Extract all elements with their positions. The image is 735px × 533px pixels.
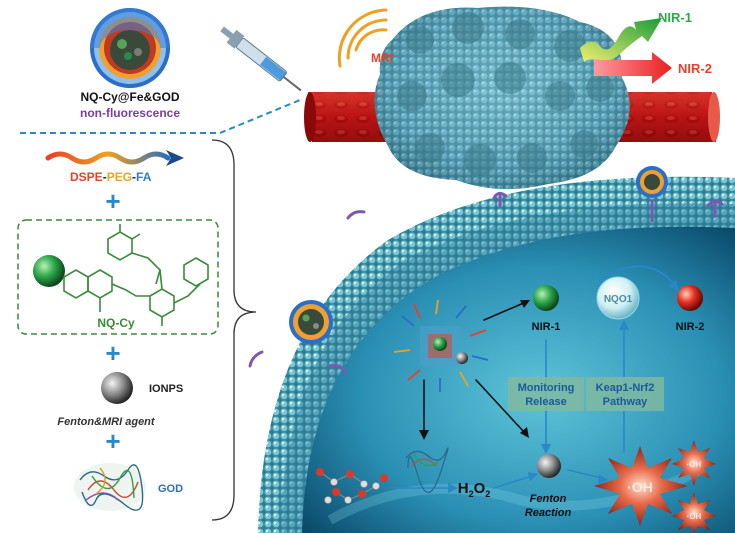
ionps-label: IONPS: [149, 383, 183, 395]
dspe-peg-fa-chain-icon: [45, 151, 171, 165]
fenton-iron-sphere-icon: [537, 454, 561, 478]
ionps-grey-sphere-icon: [101, 372, 133, 404]
plus-sign-3: +: [105, 426, 120, 456]
nqcy-dashed-box: [17, 219, 219, 335]
nir2-top-label: NIR-2: [678, 61, 712, 76]
oh-small-label-1: ·OH: [687, 460, 702, 469]
pathway-arrows: [391, 265, 679, 493]
mri-label: MRI: [371, 51, 393, 65]
folate-receptor-icons: [248, 191, 724, 374]
monitoring-release-box: [508, 377, 584, 411]
grouping-brace: [211, 139, 257, 521]
liposome-nanoparticle-icon: [90, 8, 170, 88]
hydroxyl-radical-burst-small-icon-1: [672, 440, 716, 486]
dspe-peg-fa-label: DSPE-PEG-FA: [70, 170, 152, 184]
monitoring-label-line2: Release: [525, 396, 567, 408]
folate-arrowhead-icon: [166, 150, 184, 166]
nqcy-molecule-structure-icon: [63, 224, 209, 326]
keap-label-line2: Pathway: [603, 396, 649, 408]
fenton-label-line1: Fenton: [530, 493, 567, 505]
plus-sign-1: +: [105, 186, 120, 216]
nqo1-enzyme-sphere-icon: [596, 276, 640, 320]
god-enzyme-structure-icon: [74, 463, 146, 511]
god-label: GOD: [158, 483, 183, 495]
keap1-nrf2-box: [586, 377, 664, 411]
nir2-cell-sphere-icon: [677, 285, 703, 311]
monitoring-label-line1: Monitoring: [518, 382, 575, 394]
glucose-molecule-icons: [316, 468, 388, 504]
god-enzyme-in-cell-icon: [405, 447, 449, 494]
tumor-cell-cluster: [374, 6, 630, 190]
fenton-mri-agent-label: Fenton&MRI agent: [57, 416, 155, 428]
nir1-emission-beam-icon: [580, 18, 662, 62]
mri-signal-waves-icon: [337, 8, 388, 68]
nqcy-label: NQ-Cy: [97, 316, 135, 330]
keap-label-line1: Keap1-Nrf2: [596, 382, 655, 394]
nqcy-green-sphere-icon: [33, 255, 65, 287]
syringe-icon: [220, 26, 302, 92]
nir1-cell-label: NIR-1: [532, 321, 561, 333]
liposome-entering-cell-icon: [289, 300, 333, 344]
liposome-bound-receptor-icon: [636, 166, 668, 222]
h2o2-label: H2O2: [458, 480, 491, 499]
nir1-cell-sphere-icon: [533, 285, 559, 311]
non-fluorescence-label: non-fluorescence: [80, 106, 180, 120]
nir2-cell-label: NIR-2: [676, 321, 705, 333]
hydroxyl-radical-burst-large-icon: [594, 446, 688, 526]
nqo1-label: NQO1: [604, 294, 633, 305]
nir1-top-label: NIR-1: [658, 10, 692, 25]
disassembling-nanoparticle-icon: [393, 299, 489, 392]
oh-large-label: ·OH: [627, 479, 653, 495]
fenton-label-line2: Reaction: [525, 507, 572, 519]
injection-dashed-connector: [20, 99, 301, 134]
plus-sign-2: +: [105, 338, 120, 368]
oh-small-label-2: ·OH: [687, 512, 702, 521]
nanoparticle-name: NQ-Cy@Fe&GOD: [80, 90, 179, 104]
nir2-emission-beam-icon: [594, 52, 672, 84]
hydroxyl-radical-burst-small-icon-2: [672, 492, 716, 533]
